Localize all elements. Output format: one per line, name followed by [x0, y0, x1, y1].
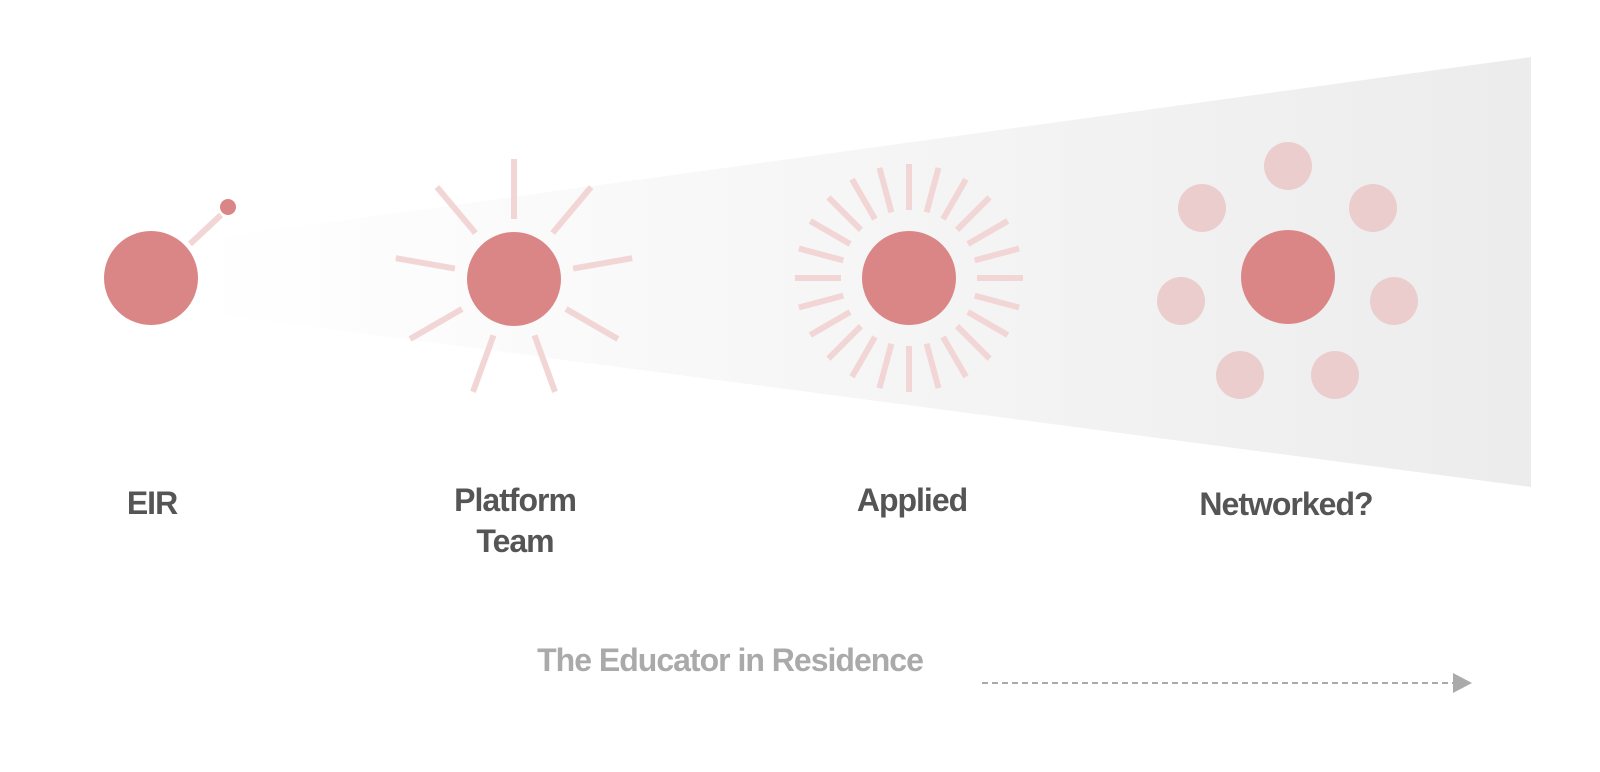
network-satellite-node — [1157, 277, 1205, 325]
stage-label-platform-team: Platform Team — [454, 482, 577, 559]
spoke-line — [531, 334, 558, 393]
eir-connector — [187, 212, 224, 247]
spoke-line — [849, 335, 878, 379]
spoke-line — [798, 292, 845, 311]
spoke-line — [940, 177, 969, 221]
spoke-line — [923, 342, 942, 389]
applied-node — [795, 164, 1023, 392]
eir-small-node — [220, 199, 236, 215]
platform-core-circle — [467, 232, 561, 326]
applied-core-circle — [862, 231, 956, 325]
spoke-line — [849, 177, 878, 221]
network-satellite-node — [1216, 351, 1264, 399]
platform-spokes — [395, 159, 633, 393]
spoke-line — [966, 218, 1010, 247]
spoke-line — [966, 309, 1010, 338]
eir-core-circle — [104, 231, 198, 325]
spoke-line — [564, 306, 620, 342]
networked-core-circle — [1241, 230, 1335, 324]
spoke-line — [572, 255, 633, 272]
networked-node — [1157, 142, 1418, 399]
spoke-line — [550, 185, 594, 235]
spoke-line — [808, 218, 852, 247]
spoke-line — [395, 255, 456, 272]
stage-label-eir: EIR — [126, 485, 178, 521]
network-satellite-node — [1264, 142, 1312, 190]
spoke-line — [434, 185, 478, 235]
spoke-line — [826, 323, 864, 361]
platform-team-node — [395, 159, 633, 393]
network-satellite-node — [1178, 184, 1226, 232]
spoke-line — [808, 309, 852, 338]
spoke-line — [798, 245, 845, 264]
spoke-line — [876, 167, 895, 214]
spoke-line — [973, 292, 1020, 311]
spoke-line — [470, 334, 497, 393]
spoke-line — [973, 245, 1020, 264]
eir-node — [104, 199, 236, 325]
spoke-line — [954, 323, 992, 361]
spoke-line — [876, 342, 895, 389]
network-satellite-node — [1349, 184, 1397, 232]
spoke-line — [940, 335, 969, 379]
spoke-line — [826, 195, 864, 233]
spoke-line — [408, 306, 464, 342]
timeline-arrowhead-icon — [1453, 673, 1472, 693]
network-satellite-node — [1311, 351, 1359, 399]
spoke-line — [923, 167, 942, 214]
timeline-caption: The Educator in Residence — [537, 642, 924, 678]
stage-label-applied: Applied — [856, 482, 968, 518]
applied-spokes — [795, 164, 1023, 392]
stage-label-networked: Networked? — [1199, 486, 1373, 522]
spoke-line — [954, 195, 992, 233]
network-satellite-node — [1370, 277, 1418, 325]
